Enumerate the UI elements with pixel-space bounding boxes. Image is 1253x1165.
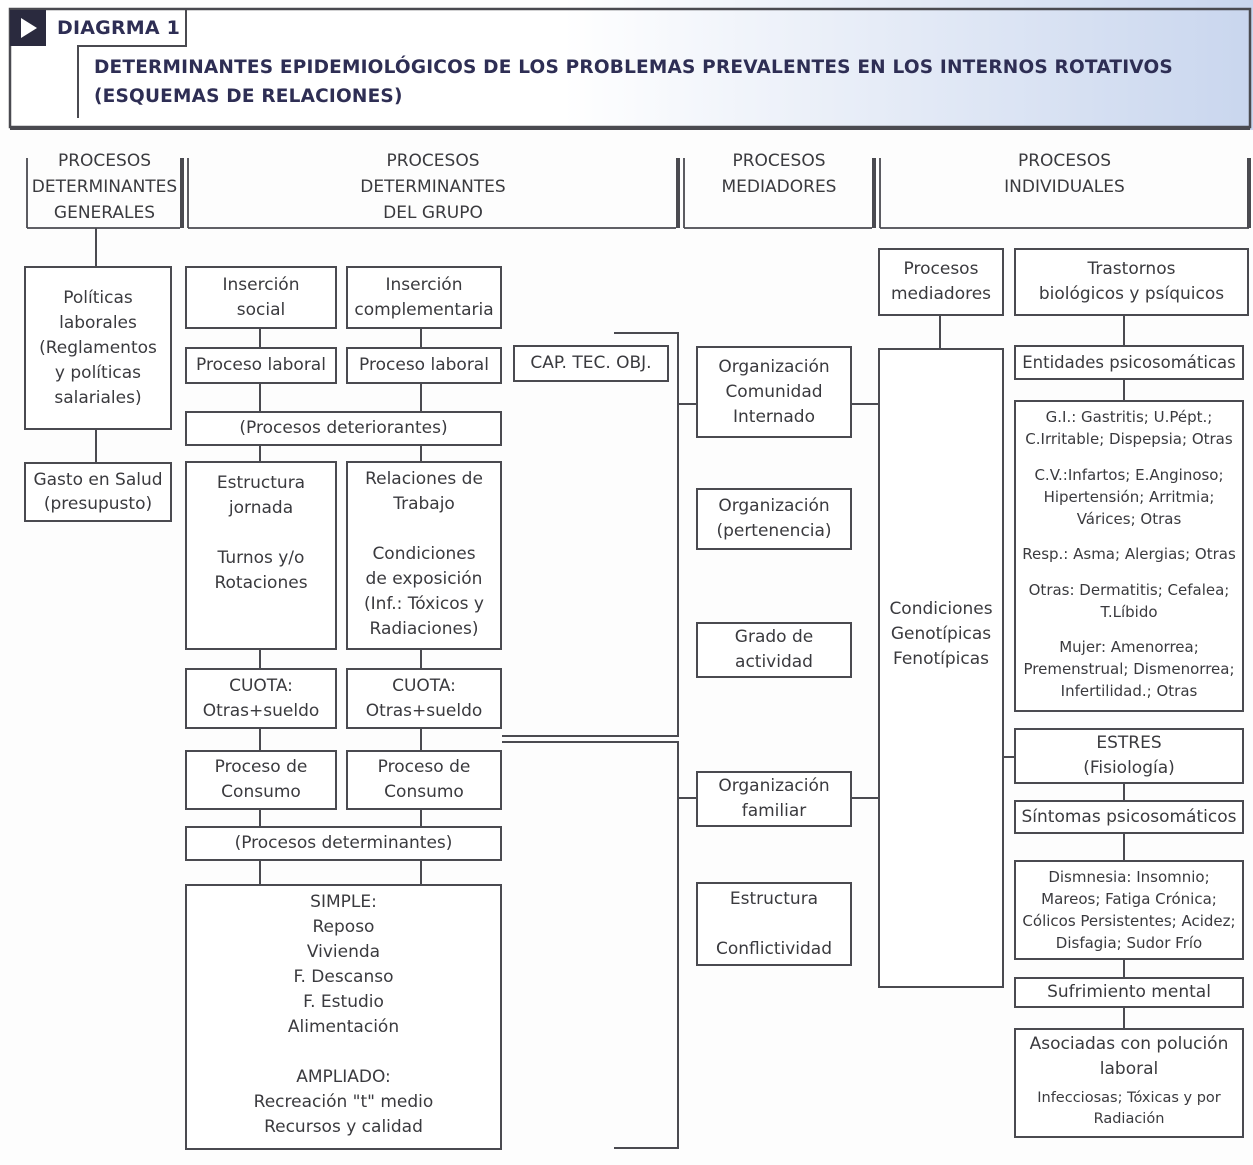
insercion-social-box: Inserción social: [185, 266, 337, 329]
condiciones-box: Condiciones Genotípicas Fenotípicas: [878, 348, 1004, 988]
section-individual: PROCESOS INDIVIDUALES: [1004, 151, 1125, 197]
section-general: PROCESOS DETERMINANTES GENERALES: [31, 151, 178, 223]
organizacion-comunidad-box: Organización Comunidad Internado: [696, 346, 852, 438]
diagram-title-line2: (ESQUEMAS DE RELACIONES): [94, 86, 403, 107]
organizacion-familiar-box: Organización familiar: [696, 771, 852, 827]
entidades-mujer: Mujer: Amenorrea; Premenstrual; Dismenor…: [1023, 638, 1235, 700]
relaciones-trabajo-box: Relaciones de Trabajo Condiciones de exp…: [346, 461, 502, 650]
sintomas-list-box: Dismnesia: Insomnio; Mareos; Fatiga Crón…: [1014, 860, 1244, 960]
entidades-cv: C.V.:Infartos; E.Anginoso; Hipertensión;…: [1034, 465, 1224, 528]
entidades-list-box: G.I.: Gastritis; U.Pépt.; C.Irritable; D…: [1014, 400, 1244, 712]
entidades-psicosomaticas-box: Entidades psicosomáticas: [1014, 345, 1244, 380]
politicas-laborales-box: Políticas laborales (Reglamentos y polít…: [24, 266, 172, 430]
gasto-salud-box: Gasto en Salud (presupusto): [24, 462, 172, 522]
diagram-label-box: DIAGRMA 1: [10, 10, 186, 46]
estres-box: ESTRES (Fisiología): [1014, 728, 1244, 784]
sintomas-psicosomaticos-box: Síntomas psicosomáticos: [1014, 800, 1244, 834]
entidades-otras: Otras: Dermatitis; Cefalea; T.Líbido: [1028, 580, 1230, 621]
proceso-laboral-box-2: Proceso laboral: [346, 347, 502, 384]
estructura-jornada-box: Estructura jornada Turnos y/o Rotaciones: [185, 461, 337, 650]
proceso-laboral-box-1: Proceso laboral: [185, 347, 337, 384]
trastornos-box: Trastornos biológicos y psíquicos: [1014, 248, 1249, 316]
play-icon: [10, 10, 46, 46]
procesos-determinantes-box: (Procesos determinantes): [185, 826, 502, 861]
asociadas-list: Infecciosas; Tóxicas y por Radiación: [1037, 1090, 1221, 1127]
entidades-resp: Resp.: Asma; Alergias; Otras: [1022, 545, 1236, 563]
proceso-consumo-box-1: Proceso de Consumo: [185, 750, 337, 810]
asociadas-box: Asociadas con polución laboral Infeccios…: [1014, 1028, 1244, 1138]
procesos-deteriorantes-box: (Procesos deteriorantes): [185, 411, 502, 446]
asociadas-title: Asociadas con polución laboral: [1029, 1034, 1229, 1079]
estructura-conflictividad-box: Estructura Conflictividad: [696, 882, 852, 966]
sufrimiento-mental-box: Sufrimiento mental: [1014, 977, 1244, 1008]
cuota-box-2: CUOTA: Otras+sueldo: [346, 668, 502, 729]
grado-actividad-box: Grado de actividad: [696, 622, 852, 678]
cuota-box-1: CUOTA: Otras+sueldo: [185, 668, 337, 729]
entidades-gi: G.I.: Gastritis; U.Pépt.; C.Irritable; D…: [1025, 408, 1233, 448]
header-band: [0, 0, 1253, 130]
organizacion-pertenencia-box: Organización (pertenencia): [696, 488, 852, 550]
section-mediators: PROCESOS MEDIADORES: [721, 151, 837, 197]
diagram-title-line1: DETERMINANTES EPIDEMIOLÓGICOS DE LOS PRO…: [94, 57, 1173, 78]
procesos-mediadores-box: Procesos mediadores: [878, 248, 1004, 316]
proceso-consumo-box-2: Proceso de Consumo: [346, 750, 502, 810]
simple-ampliado-box: SIMPLE: Reposo Vivienda F. Descanso F. E…: [185, 884, 502, 1150]
diagram-label: DIAGRMA 1: [57, 17, 181, 39]
section-group: PROCESOS DETERMINANTES DEL GRUPO: [360, 151, 506, 223]
cap-tec-obj-box: CAP. TEC. OBJ.: [513, 345, 669, 382]
insercion-complementaria-box: Inserción complementaria: [346, 266, 502, 329]
